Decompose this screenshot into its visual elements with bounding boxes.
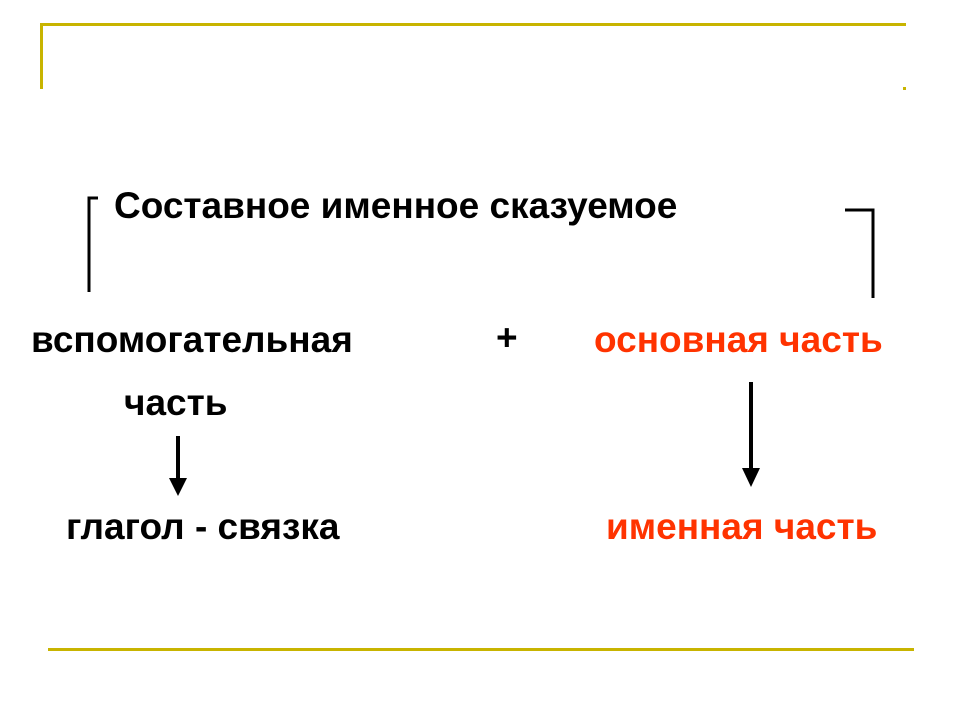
plus-sign: + [496, 317, 518, 358]
left-frame-tick [40, 23, 43, 89]
linking-verb-label: глагол - связка [66, 506, 340, 547]
bottom-frame-line [48, 648, 914, 651]
left-bracket-connector [87, 196, 98, 292]
right-down-arrow [742, 382, 760, 487]
main-part-label: основная часть [594, 319, 883, 360]
nominal-part-label: именная часть [606, 506, 878, 547]
auxiliary-part-label: вспомогательная [31, 319, 353, 360]
top-frame-line [40, 23, 906, 26]
right-frame-dot [903, 87, 906, 90]
left-down-arrow [169, 436, 187, 496]
auxiliary-part-label-line2: часть [124, 382, 228, 423]
right-bracket-connector [845, 208, 875, 298]
diagram-title: Составное именное сказуемое [114, 185, 678, 226]
